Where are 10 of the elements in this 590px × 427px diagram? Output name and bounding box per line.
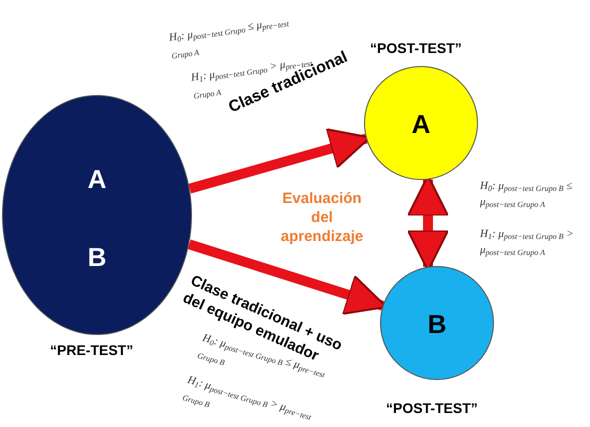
test-caption: “POST-TEST” [370,39,462,58]
group-letter: B [426,311,448,337]
test-caption: “POST-TEST” [386,399,478,418]
group-letter: A [410,111,432,137]
hypothesis-formula: H$_{0}$: μ$_{post−test Grupo B}$ ≤ μ$_{post−test Grupo A}$ [480,179,574,210]
group-letter: B [86,244,108,270]
hypothesis-formula: H$_{1}$: μ$_{post−test Grupo B}$ > μ$_{post−test Grupo A}$ [480,227,575,258]
group-letter: A [86,166,108,192]
edge-label: Evaluación del aprendizaje [280,190,364,246]
test-caption: “PRE-TEST” [50,341,134,360]
